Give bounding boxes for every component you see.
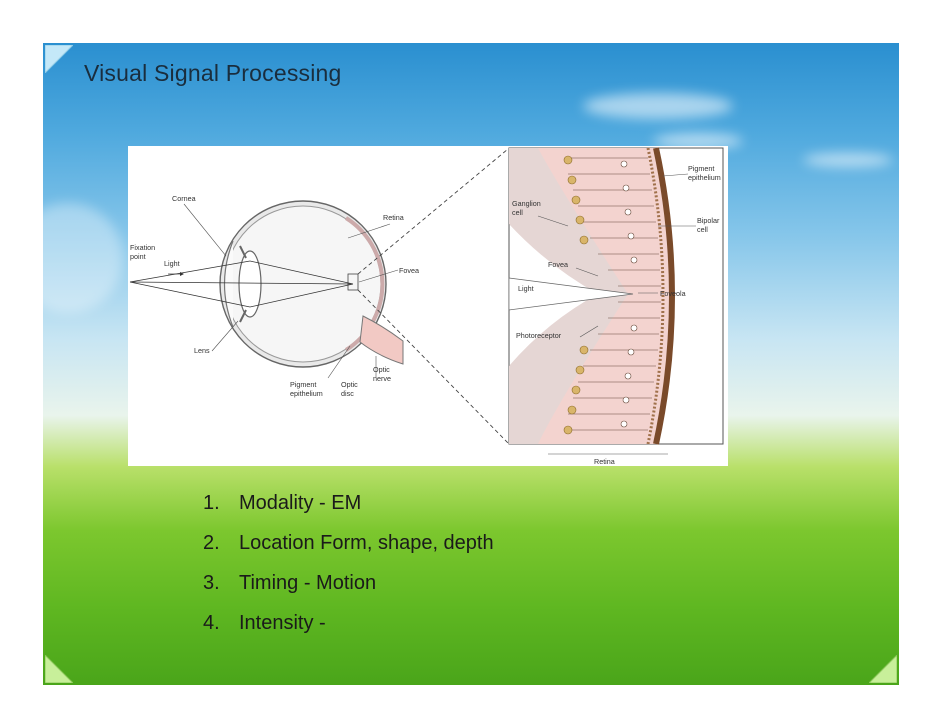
label-cornea: Cornea [172,194,196,203]
eyeball [219,200,404,368]
label-fovea-r: Fovea [548,260,568,269]
label-bipolar-cell-1: Bipolar [697,216,720,225]
label-optic-disc-2: disc [341,389,354,398]
cloud [43,203,123,313]
label-pigment-epithelium-1: Pigment [290,380,316,389]
bipolar-cells [620,160,638,428]
label-optic-disc-1: Optic [341,380,358,389]
eye-anatomy-diagram: Cornea Retina Fixation point Light Fovea… [128,146,728,466]
label-foveola: Foveola [660,289,686,298]
photoreceptor-cells [568,157,661,431]
label-fovea: Fovea [399,266,419,275]
label-retina: Retina [383,213,404,222]
label-photoreceptor: Photoreceptor [516,331,562,340]
retina-leader-lines [537,173,696,455]
label-optic-nerve-1: Optic [373,365,390,374]
cloud [583,93,733,119]
list-item: 4.Intensity - [203,612,326,634]
corner-marker-icon [45,655,73,683]
retina-detail-panel [508,147,724,445]
label-ganglion-cell-2: cell [512,208,523,217]
label-fixation-point-1: Fixation [130,243,155,252]
label-optic-nerve-2: nerve [373,374,391,383]
list-item: 2.Location Form, shape, depth [203,532,494,554]
points-list: 1.Modality - EM 2.Location Form, shape, … [203,490,494,650]
label-light-r: Light [518,284,534,293]
light-rays [129,260,354,308]
label-pigment-epithelium-r-1: Pigment [688,164,714,173]
eye-diagram-svg: Cornea Retina Fixation point Light Fovea… [129,147,724,466]
ganglion-cells [563,155,589,435]
label-pigment-epithelium-r-2: epithelium [688,173,721,182]
label-lens: Lens [194,346,210,355]
zoom-lines [357,148,509,444]
label-retina-r: Retina [594,457,615,466]
list-item: 3.Timing - Motion [203,572,377,594]
list-item: 1.Modality - EM [203,492,362,514]
corner-marker-icon [869,655,897,683]
label-bipolar-cell-2: cell [697,225,708,234]
corner-marker-icon [45,45,73,73]
cloud [653,133,743,149]
label-pigment-epithelium-2: epithelium [290,389,323,398]
eye-leader-lines [183,203,399,379]
cloud [803,153,893,167]
slide-background: Visual Signal Processing [43,43,899,685]
label-fixation-point-2: point [130,252,146,261]
label-light: Light [164,259,180,268]
label-ganglion-cell-1: Ganglion [512,199,541,208]
slide-title: Visual Signal Processing [84,60,342,86]
